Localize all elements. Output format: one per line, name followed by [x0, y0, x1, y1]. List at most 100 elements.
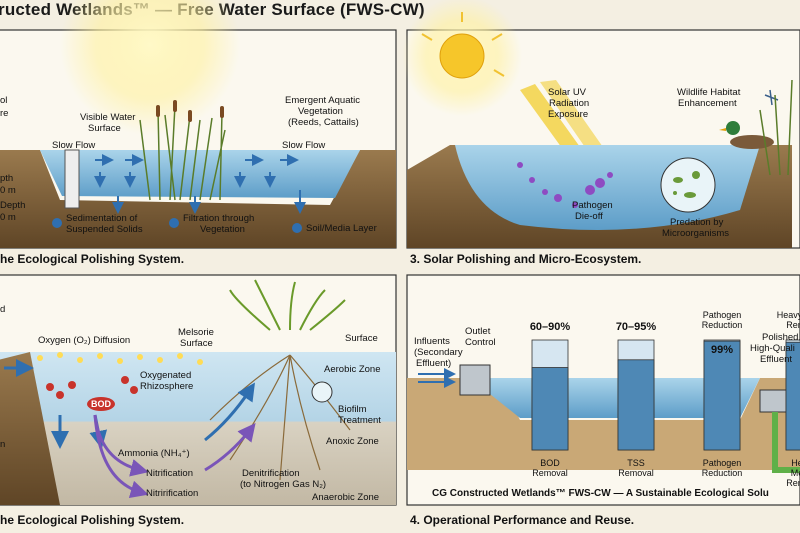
ammonia-label: Ammonia (NH₄⁺)	[118, 448, 190, 459]
panel-3-caption: 3. Solar Polishing and Micro-Ecosystem.	[410, 252, 641, 266]
polished-label-3: Effluent	[760, 354, 792, 365]
soil-media-icon	[292, 223, 302, 233]
solar-uv-label-3: Exposure	[548, 109, 588, 120]
melsorie-label-2: Surface	[180, 338, 213, 349]
panel-1: ol re pth 0 m Depth 0 m Visible Water Su…	[0, 0, 397, 266]
influents-label-1: Influents	[414, 336, 450, 347]
wildlife-label-1: Wildlife Habitat	[677, 87, 741, 98]
emergent-label-3: (Reeds, Cattails)	[288, 117, 359, 128]
sedimentation-label-2: Suspended Solids	[66, 224, 143, 235]
bar-top-label: 60–90%	[530, 321, 571, 333]
outlet-control-box	[459, 364, 491, 396]
nitrification-label: Nitrification	[146, 468, 193, 479]
bar	[617, 359, 655, 451]
edge-label-5: Depth	[0, 200, 25, 211]
nitrirification-label: Nitrirification	[146, 488, 198, 499]
pathogen-particles	[517, 162, 613, 208]
duck-icon	[719, 121, 774, 149]
cattails	[156, 100, 224, 122]
edge-label-1: ol	[0, 95, 7, 106]
biofilm-label-2: Treatment	[338, 415, 381, 426]
bar-bottom-label: TSS	[627, 458, 645, 468]
edge-label-4: 0 m	[0, 185, 16, 196]
plant-shoots	[229, 279, 346, 331]
surface-label: Surface	[345, 333, 378, 344]
panel-2-caption: he Ecological Polishing System.	[0, 513, 184, 527]
influents-label-2: (Secondary	[414, 347, 463, 358]
edge-label-3: pth	[0, 173, 13, 184]
sun-icon	[439, 33, 485, 79]
bar-bottom-label: Metals	[791, 468, 800, 478]
outlet-label-1: Outlet	[465, 326, 491, 337]
pathogen-label-2: Die-off	[575, 211, 603, 222]
visible-water-label-1: Visible Water	[80, 112, 135, 123]
panel-4: 60–90%BODRemoval70–95%TSSRemovalPathogen…	[406, 274, 800, 527]
effluent-pipe	[772, 412, 800, 473]
performance-bars: 60–90%BODRemoval70–95%TSSRemovalPathogen…	[530, 310, 800, 488]
flow-arrows	[94, 154, 306, 214]
anaerobic-zone-label: Anaerobic Zone	[312, 492, 379, 503]
polished-label-2: High-Quali	[750, 343, 795, 354]
soil-media-label: Soil/Media Layer	[306, 223, 377, 234]
bar-top-label: Reduction	[702, 320, 743, 330]
sedimentation-label-1: Sedimentation of	[66, 213, 138, 224]
filtration-label-1: Filtration through	[183, 213, 254, 224]
data-label: 99%	[711, 344, 733, 356]
anoxic-zone-label: Anoxic Zone	[326, 436, 379, 447]
bar-bottom-label: Removal	[786, 478, 800, 488]
bar-top-label: Pathogen	[703, 310, 742, 320]
bod-molecules	[46, 376, 138, 399]
predation-label-1: Predation by	[670, 217, 724, 228]
oxygen-diffusion-label: Oxygen (O₂) Diffusion	[38, 335, 130, 346]
oxygen-bubbles	[37, 352, 203, 365]
polished-label-1: Polished,	[762, 332, 800, 343]
microorganism-icons	[673, 171, 700, 198]
emergent-label-2: Vegetation	[298, 106, 343, 117]
polished-outlet-box	[759, 389, 791, 413]
biofilm-icon	[311, 381, 333, 403]
edge-label-n: n	[0, 439, 5, 450]
influent-arrows	[418, 368, 456, 388]
solar-uv-label-2: Radiation	[549, 98, 589, 109]
uv-beam-2	[540, 80, 612, 166]
panel-1-caption: he Ecological Polishing System.	[0, 252, 184, 266]
visible-water-label-2: Surface	[88, 123, 121, 134]
panel-4-footer: CG Constructed Wetlands™ FWS-CW — A Sust…	[432, 488, 769, 499]
bar-top-label: 70–95%	[616, 321, 657, 333]
sun-glow	[60, 0, 240, 135]
oxygenated-label-1: Oxygenated	[140, 370, 191, 381]
melsorie-label-1: Melsorie	[178, 327, 214, 338]
slow-flow-left: Slow Flow	[52, 140, 95, 151]
shore-reeds	[759, 79, 793, 176]
left-bank-soil	[0, 352, 60, 505]
treatment-zones	[0, 352, 396, 505]
edge-label-d: d	[0, 304, 5, 315]
sun-rays-icon	[421, 12, 505, 77]
influents-label-3: Effluent)	[416, 358, 451, 369]
oxygenated-label-2: Rhizosphere	[140, 381, 193, 392]
bar-bottom-label: Removal	[618, 468, 654, 478]
biofilm-label-1: Biofilm	[338, 404, 367, 415]
filtration-label-2: Vegetation	[200, 224, 245, 235]
solar-uv-label-1: Solar UV	[548, 87, 587, 98]
aerobic-zone-label: Aerobic Zone	[324, 364, 381, 375]
bar	[703, 340, 741, 451]
emergent-label-1: Emergent Aquatic	[285, 95, 360, 106]
outlet-label-2: Control	[465, 337, 496, 348]
edge-label-2: re	[0, 108, 8, 119]
bar-bottom-label: BOD	[540, 458, 560, 468]
bar	[785, 341, 800, 451]
sedimentation-icon	[52, 218, 62, 228]
predation-label-2: Microorganisms	[662, 228, 729, 239]
bar-top-label: Removal	[786, 320, 800, 330]
denitrification-label-2: (to Nitrogen Gas N₂)	[240, 479, 326, 490]
edge-label-6: 0 m	[0, 212, 16, 223]
bar-top-label: Heavy Metals	[777, 310, 800, 320]
panel-4-caption: 4. Operational Performance and Reuse.	[410, 513, 634, 527]
depth-gauge	[64, 149, 80, 209]
slow-flow-right: Slow Flow	[282, 140, 325, 151]
bar-bottom-label: Reduction	[702, 468, 743, 478]
panel-2: BOD d n Oxygen (O₂) Diffusion Oxygenated…	[0, 274, 397, 527]
bod-badge	[87, 397, 115, 411]
